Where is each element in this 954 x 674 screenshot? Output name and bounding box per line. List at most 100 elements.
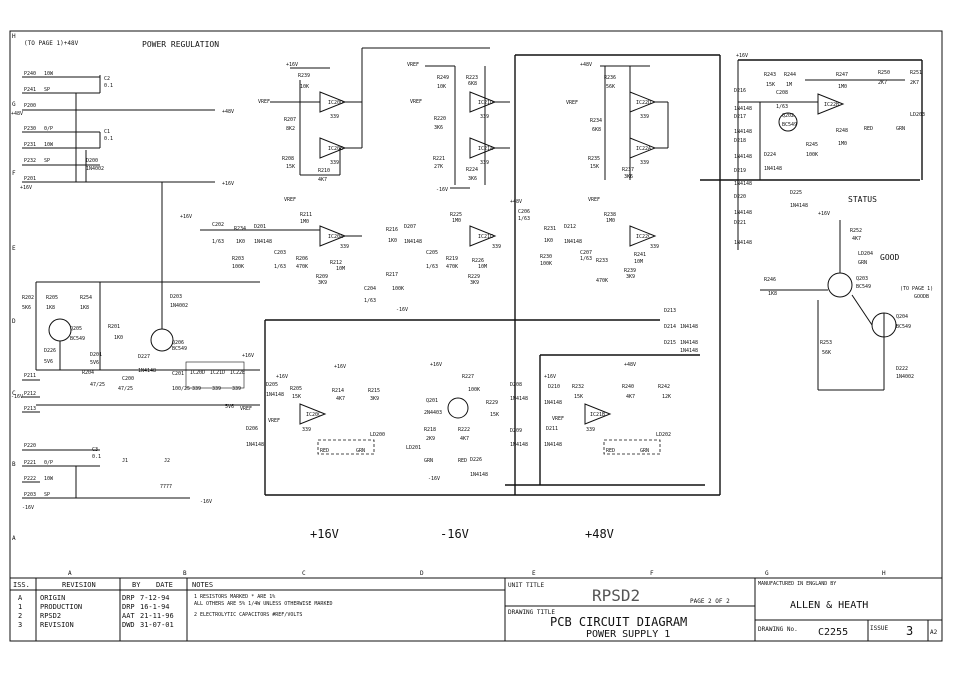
schematic-label: +16V (430, 362, 442, 368)
schematic-label: R242 (658, 384, 670, 390)
schematic-label: 339 (192, 386, 201, 392)
schematic-label: D225 (790, 190, 802, 196)
schematic-label: 470K (596, 278, 608, 284)
schematic-label: 339 (586, 427, 595, 433)
schematic-label: Q205 (70, 326, 82, 332)
schematic-label: 1K0 (114, 335, 123, 341)
schematic-label: R232 (572, 384, 584, 390)
schematic-label: 1N4148 (734, 106, 752, 112)
schematic-label: IC20C (306, 412, 321, 418)
schematic-label: R203 (232, 256, 244, 262)
schematic-label: D215 (664, 340, 676, 346)
schematic-label: R252 (850, 228, 862, 234)
schematic-label: R214 (332, 388, 344, 394)
schematic-label: R235 (588, 156, 600, 162)
schematic-label: R206 (296, 256, 308, 262)
schematic-label: R233 (596, 258, 608, 264)
schematic-label: 12K (662, 394, 671, 400)
connector-pin: P201 (24, 176, 36, 182)
schematic-label: 1N4002 (86, 166, 104, 172)
schematic-label: C207 (580, 250, 592, 256)
schematic-label: Q201 (426, 398, 438, 404)
schematic-label: D208 (510, 382, 522, 388)
schematic-label: DRP (122, 603, 135, 611)
schematic-label: 1/63 (274, 264, 286, 270)
schematic-label: 15K (766, 82, 775, 88)
opamp-ic22b (817, 93, 845, 115)
schematic-label: VREF (566, 100, 578, 106)
connector-pin: P200 (24, 103, 36, 109)
connector-pin: P241 (24, 87, 36, 93)
schematic-label: R221 (433, 156, 445, 162)
schematic-label: VREF (588, 197, 600, 203)
schematic-label: 339 (650, 244, 659, 250)
schematic-label: IC22C (636, 234, 651, 240)
schematic-label: 10K (437, 84, 446, 90)
schematic-label: 339 (640, 160, 649, 166)
schematic-label: DRAWING TITLE (508, 609, 555, 616)
schematic-label: 1N4148 (680, 324, 698, 330)
connector-label: SP (44, 87, 50, 93)
schematic-label: D213 (664, 308, 676, 314)
title-block: ISS. REVISION BY DATE A ORIGIN DRP 7-12-… (10, 578, 942, 641)
schematic-label: R227 (462, 374, 474, 380)
transistor-q205 (48, 318, 72, 342)
schematic-label: BC549 (856, 284, 871, 290)
schematic-label: 4K7 (336, 396, 345, 402)
schematic-label: VREF (407, 62, 419, 68)
schematic-label: 5K6 (22, 305, 31, 311)
schematic-label: LD200 (370, 432, 385, 438)
main-bus-wires (264, 54, 923, 496)
schematic-label: C208 (776, 90, 788, 96)
schematic-label: 1N4148 (544, 400, 562, 406)
schematic-label: GRN (356, 448, 365, 454)
transistor-q206 (150, 328, 174, 352)
schematic-label: 1M0 (606, 218, 615, 224)
grid-row: B (12, 461, 16, 468)
schematic-label: 15K (574, 394, 583, 400)
schematic-label: BC549 (172, 346, 187, 352)
schematic-label: 1M0 (300, 219, 309, 225)
rev-header-iss: ISS. (13, 581, 30, 589)
schematic-label: R204 (82, 370, 94, 376)
transistor-q201 (447, 397, 469, 419)
schematic-label: 1N4002 (170, 303, 188, 309)
schematic-label: R243 (764, 72, 776, 78)
schematic-label: 1N4148 (470, 472, 488, 478)
schematic-label: R216 (386, 227, 398, 233)
schematic-label: R236 (604, 75, 616, 81)
schematic-label: 15K (286, 164, 295, 170)
schematic-label: 339 (480, 160, 489, 166)
schematic-label: P211 (24, 373, 36, 379)
schematic-label: A (18, 594, 23, 602)
schematic-wire (603, 439, 661, 455)
schematic-label: D220 (734, 194, 746, 200)
schematic-label: R201 (108, 324, 120, 330)
schematic-label: R230 (540, 254, 552, 260)
schematic-label: VREF (258, 99, 270, 105)
schematic-label: 0/P (44, 460, 53, 466)
schematic-label: 100K (540, 261, 552, 267)
grid-row-labels: H G F E D C B A (12, 33, 16, 542)
rev-header-revision: REVISION (62, 581, 96, 589)
grid-row: C (12, 390, 16, 397)
schematic-label: 16-1-94 (140, 603, 170, 611)
schematic-label: 100K (468, 387, 480, 393)
schematic-label: PAGE 2 OF 2 (690, 598, 730, 605)
schematic-label: 4K7 (626, 394, 635, 400)
schematic-label: P221 (24, 460, 36, 466)
schematic-label: 4K7 (318, 177, 327, 183)
schematic-label: ALL OTHERS ARE 5% 1/4W UNLESS OTHERWISE … (194, 601, 332, 607)
schematic-label: 339 (212, 386, 221, 392)
schematic-label: +16V (286, 62, 298, 68)
schematic-label: R224 (466, 167, 478, 173)
schematic-label: 4K7 (852, 236, 861, 242)
schematic-label: D218 (734, 138, 746, 144)
schematic-label: 3K9 (370, 396, 379, 402)
schematic-label: R253 (820, 340, 832, 346)
section-title: POWER REGULATION (142, 40, 219, 49)
schematic-label: 3K9 (470, 280, 479, 286)
